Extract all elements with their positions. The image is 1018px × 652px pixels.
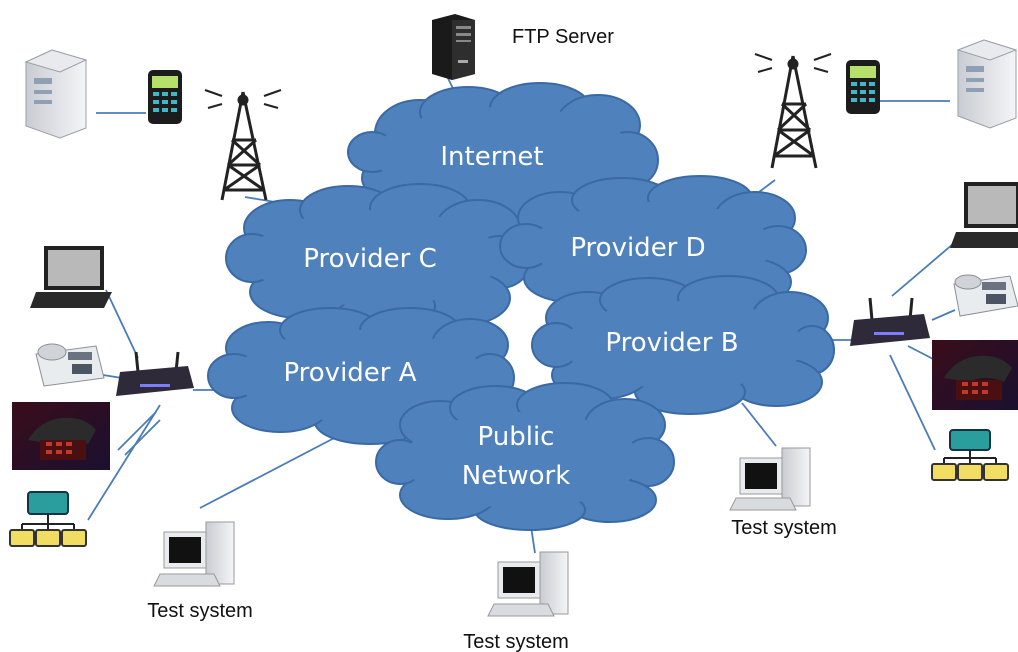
cloud-label-provider-a: Provider A [283, 358, 416, 388]
link-test-right-provider-b [741, 402, 777, 447]
link-laptop-router-left [105, 289, 139, 359]
hierarchy-icon-right [931, 429, 1009, 481]
link-test-left-provider-a [199, 434, 341, 509]
cloud-internet: Internet [347, 82, 659, 225]
telephone-icon-left [12, 402, 110, 470]
cloud-label-public-line1: Public [478, 422, 555, 452]
laptop-icon-left [30, 246, 112, 308]
cloud-label-internet: Internet [440, 142, 543, 172]
test-system-caption-center: Test system [463, 631, 569, 652]
cloud-provider-c: Provider C [225, 183, 531, 331]
link-phone-router-left-b [124, 419, 161, 456]
antenna-tower-icon-right [754, 53, 832, 169]
link-fax-router-left [102, 374, 123, 379]
mobile-icon-left [148, 70, 182, 124]
ftp-server-caption: FTP Server [512, 26, 614, 48]
router-icon-left [116, 351, 194, 396]
connection-lines [87, 71, 961, 554]
link-router-phone-right [907, 345, 936, 361]
link-router-fax-right [931, 309, 956, 321]
test-system-caption-right: Test system [731, 517, 837, 539]
hierarchy-icon-left [9, 491, 87, 547]
antenna-tower-icon-left [204, 89, 282, 201]
cloud-public-network: Public Network [375, 382, 675, 531]
server-icon-top-left [24, 49, 88, 139]
link-router-laptop-right [891, 237, 961, 297]
cloud-label-provider-c: Provider C [303, 244, 436, 274]
link-router-hierarchy-right [889, 354, 936, 451]
link-phone-router-left-a [117, 411, 157, 451]
mobile-icon-right [846, 60, 880, 114]
cloud-label-provider-b: Provider B [605, 328, 738, 358]
test-system-icon-left [153, 521, 235, 587]
router-icon-right [850, 297, 930, 346]
test-system-caption-left: Test system [147, 600, 253, 622]
telephone-icon-right [932, 340, 1018, 410]
cloud-provider-b: Provider B [531, 275, 835, 415]
test-system-icon-right [729, 447, 811, 511]
cloud-label-provider-d: Provider D [570, 233, 705, 263]
cloud-provider-a: Provider A [207, 307, 515, 445]
link-hierarchy-router-left [87, 404, 161, 521]
laptop-icon-right [950, 182, 1018, 248]
fax-icon-right [953, 274, 1018, 317]
server-icon-top-right [956, 39, 1018, 129]
ftp-server-icon [432, 14, 475, 80]
cloud-label-public-line2: Network [462, 461, 571, 491]
fax-icon-left [35, 343, 105, 387]
test-system-icon-center [487, 551, 569, 617]
